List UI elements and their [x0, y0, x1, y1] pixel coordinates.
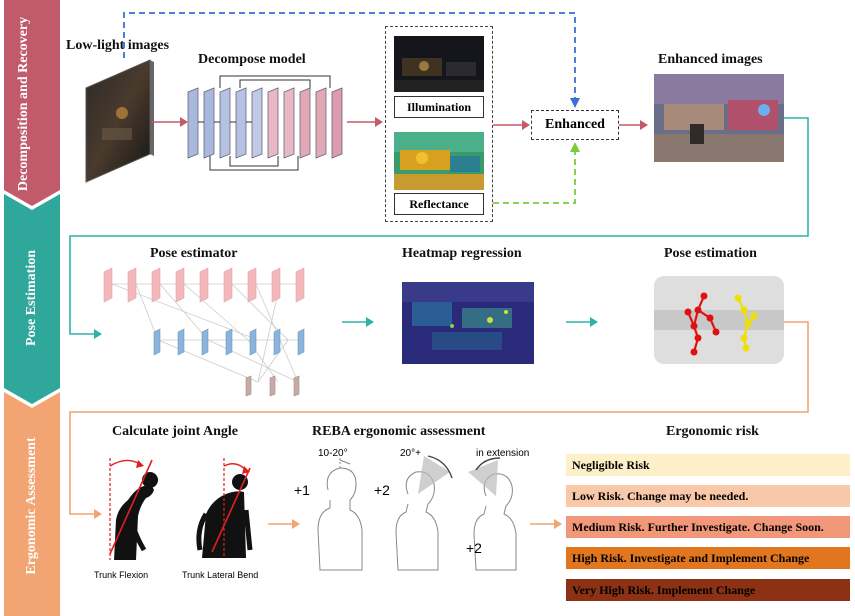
enhanced-image	[654, 74, 784, 162]
low-light-image	[85, 59, 154, 183]
reba-score-1: +1	[294, 482, 310, 498]
pose-band	[4, 194, 60, 404]
trunk-lateral-figure	[196, 458, 253, 558]
reba-score-2: +2	[374, 482, 390, 498]
enhanced-images-title: Enhanced images	[658, 52, 763, 67]
risk-low: Low Risk. Change may be needed.	[566, 485, 850, 507]
decompose-model-title: Decompose model	[198, 52, 306, 67]
risk-high: High Risk. Investigate and Implement Cha…	[566, 547, 850, 569]
risk-very-high: Very High Risk. Implement Change	[566, 579, 850, 601]
pose-estimator-title: Pose estimator	[150, 246, 238, 261]
ergonomic-risk-title: Ergonomic risk	[666, 424, 759, 439]
decomposition-output-group	[385, 26, 493, 222]
enhanced-node	[531, 110, 619, 140]
ergonomic-band	[4, 392, 60, 616]
low-light-title: Low-light images	[66, 38, 170, 53]
risk-medium: Medium Risk. Further Investigate. Change…	[566, 516, 850, 538]
illumination-image	[394, 36, 484, 92]
joint-angle-title: Calculate joint Angle	[112, 424, 238, 439]
pose-estimator-network	[103, 267, 305, 397]
reba-angle-3: in extension	[476, 448, 530, 459]
illumination-label: Illumination	[394, 96, 484, 118]
reflectance-image	[394, 132, 484, 190]
reflectance-label: Reflectance	[394, 193, 484, 215]
decompose-network	[187, 75, 343, 171]
enhanced-label: Enhanced	[545, 117, 605, 132]
section-bands	[4, 0, 60, 616]
heatmap-image	[402, 282, 534, 364]
reba-angle-1: 10-20°	[318, 448, 348, 459]
reba-angle-2: 20°+	[400, 448, 421, 459]
arrow-lowlight-decompose	[152, 117, 188, 127]
trunk-flexion-caption: Trunk Flexion	[94, 570, 149, 580]
risk-negligible: Negligible Risk	[566, 454, 850, 476]
reba-figures	[317, 455, 517, 571]
trunk-flexion-figure	[109, 458, 158, 560]
reba-score-3: +2	[466, 540, 482, 556]
pose-estimation-title: Pose estimation	[664, 246, 757, 261]
pose-estimation-image	[654, 276, 784, 364]
decomposition-band	[4, 0, 60, 206]
trunk-lateral-caption: Trunk Lateral Bend	[182, 570, 259, 580]
reba-title: REBA ergonomic assessment	[312, 424, 486, 439]
heatmap-title: Heatmap regression	[402, 246, 522, 261]
arrow-decompose-outputs	[347, 117, 383, 127]
